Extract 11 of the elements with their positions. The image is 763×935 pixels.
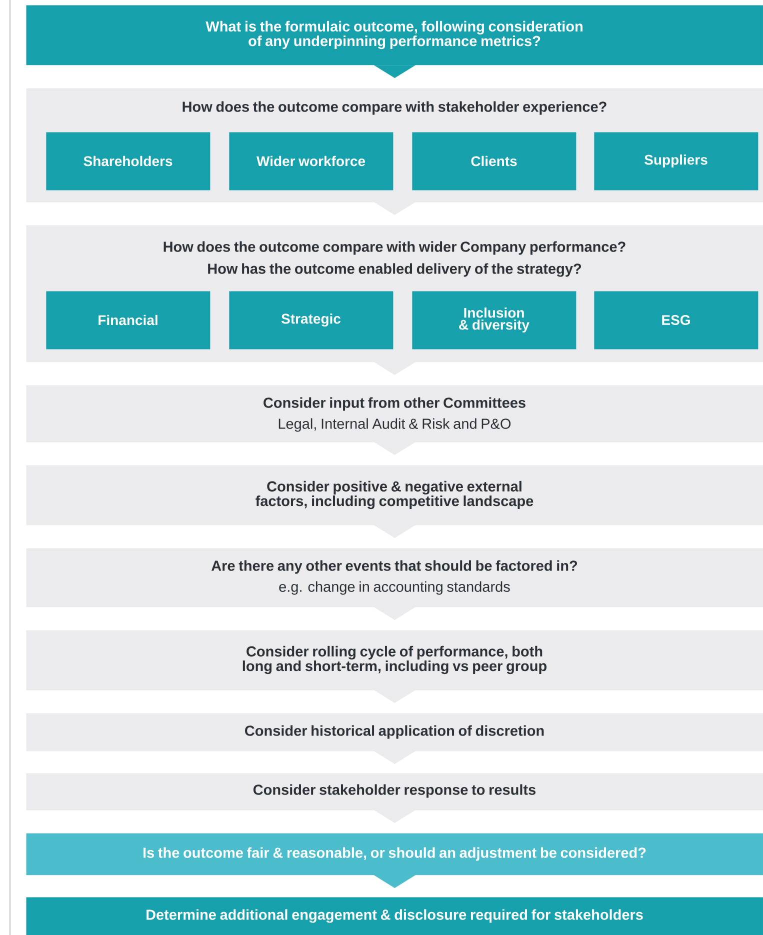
category-box: ESG (594, 291, 758, 350)
category-box: Shareholders (46, 132, 210, 190)
category-box: Suppliers (594, 132, 758, 190)
chevron-arrow (374, 64, 416, 78)
category-box: Clients (412, 132, 576, 190)
category-box: Wider workforce (229, 132, 394, 190)
category-box: Inclusion & diversity (412, 291, 576, 350)
step-banner: Determine additional engagement & disclosure required for stakeholders (26, 897, 763, 935)
chevron-arrow (374, 874, 416, 888)
category-box: Financial (46, 291, 210, 350)
category-box: Strategic (229, 291, 394, 350)
